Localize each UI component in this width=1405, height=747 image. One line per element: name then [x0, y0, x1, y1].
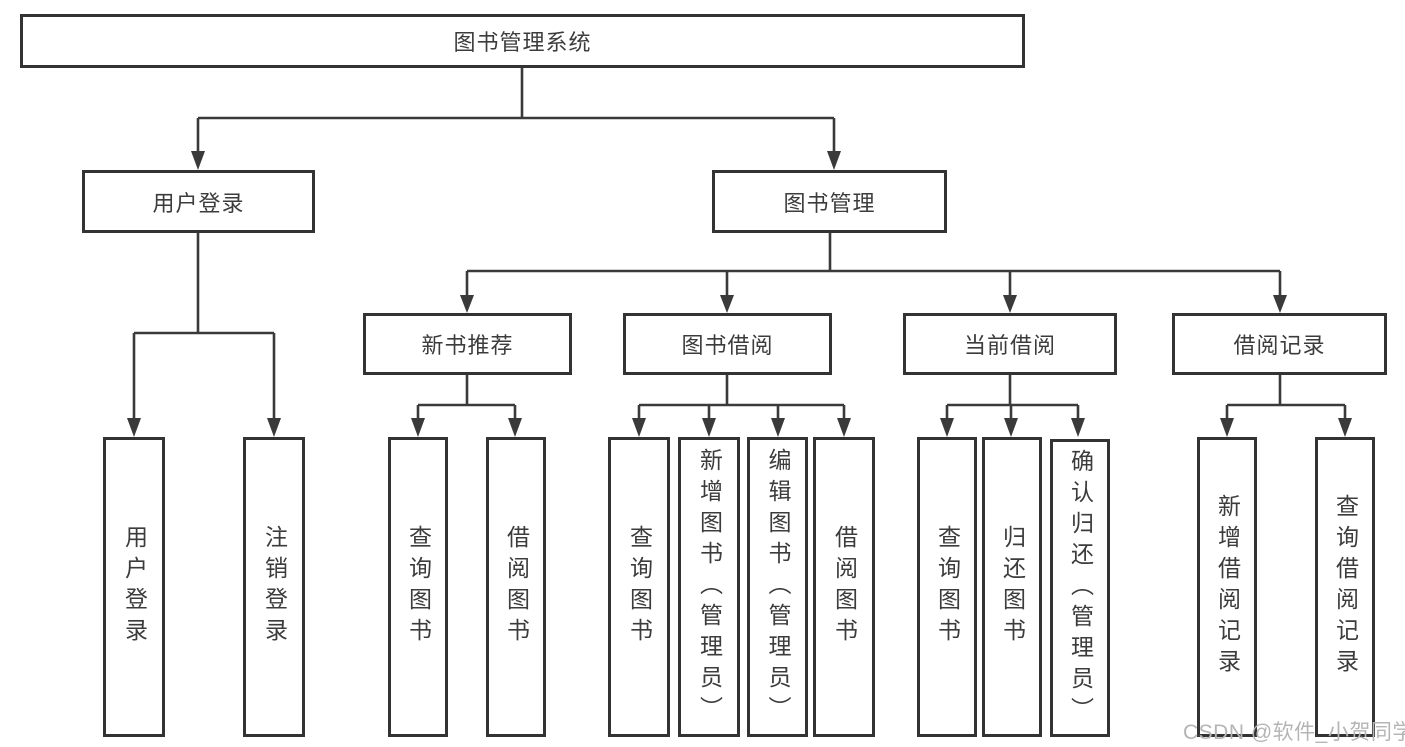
node-book-mgmt: 图书管理 [712, 170, 947, 233]
leaf-newbooks-query: 查询图书 [388, 437, 448, 737]
leaf-borrow-query: 查询图书 [608, 437, 670, 737]
leaf-user-login: 用户登录 [103, 437, 165, 737]
watermark: CSDN @软件_小贺同学 [1183, 721, 1405, 744]
branch-root [191, 68, 841, 170]
leaf-records-query: 查询借阅记录 [1315, 437, 1375, 737]
leaf-logout: 注销登录 [243, 437, 305, 737]
branch-book-mgmt [460, 233, 1287, 313]
node-new-books: 新书推荐 [363, 313, 572, 375]
leaf-current-confirm-return: 确认归还（管理员） [1050, 439, 1110, 737]
branch-book-borrow [632, 375, 851, 437]
node-root: 图书管理系统 [20, 14, 1025, 68]
leaf-records-add: 新增借阅记录 [1197, 437, 1257, 737]
leaf-current-return: 归还图书 [982, 437, 1042, 737]
node-user-login: 用户登录 [82, 170, 315, 233]
node-borrow-records: 借阅记录 [1172, 313, 1387, 375]
branch-new-books [411, 375, 522, 437]
leaf-newbooks-borrow: 借阅图书 [486, 437, 546, 737]
leaf-borrow-edit-book: 编辑图书（管理员） [747, 437, 808, 737]
branch-borrow-records [1220, 375, 1352, 437]
branch-user-login [127, 233, 281, 437]
leaf-borrow-book: 借阅图书 [813, 437, 875, 737]
branch-current-borrow [940, 375, 1085, 437]
node-current-borrow: 当前借阅 [903, 313, 1117, 375]
leaf-borrow-add-book: 新增图书（管理员） [678, 437, 740, 737]
leaf-current-query: 查询图书 [917, 437, 977, 737]
node-book-borrow: 图书借阅 [623, 313, 832, 375]
